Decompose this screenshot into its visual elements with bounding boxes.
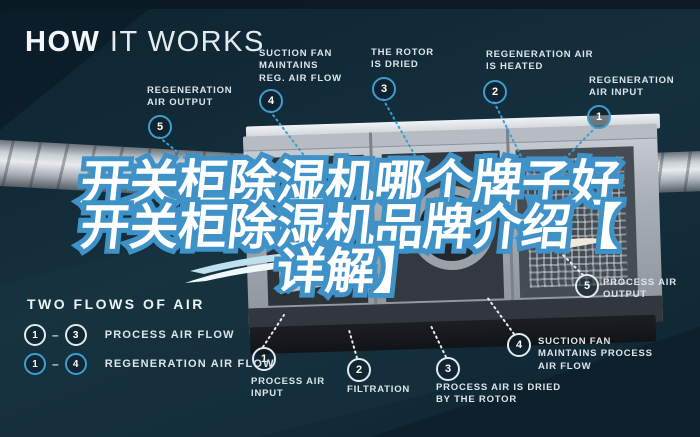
swoosh-arrow <box>185 238 610 283</box>
page-title: HOW IT WORKS <box>25 26 265 59</box>
callout-circle-regen-3: 3 <box>372 77 396 101</box>
background-top-strip <box>0 0 700 9</box>
legend-dash: – <box>52 357 59 371</box>
legend-row-process: 1 – 3 PROCESS AIR FLOW <box>24 324 235 346</box>
callout-label-suction-fan-reg: SUCTION FAN MAINTAINS REG. AIR FLOW <box>259 48 342 84</box>
leader-line-process-2 <box>348 329 358 359</box>
page-title-light: IT WORKS <box>100 26 265 58</box>
callout-label-suction-fan-process: SUCTION FAN MAINTAINS PROCESS AIR FLOW <box>538 336 653 372</box>
callout-label-regen-air-input: REGENERATION AIR INPUT <box>589 75 675 99</box>
callout-circle-process-1: 1 <box>252 347 276 371</box>
overlay-title-line3-text: 详解】 <box>273 243 427 300</box>
callout-label-process-air-output: PROCESS AIR OUTPUT <box>603 277 677 301</box>
legend-row-regeneration: 1 – 4 REGENERATION AIR FLOW <box>24 353 275 375</box>
leader-line-regen-4 <box>269 110 333 193</box>
leader-line-process-5 <box>558 250 584 276</box>
leader-line-process-1 <box>262 314 285 348</box>
callout-label-filtration: FILTRATION <box>347 384 411 395</box>
legend-dash: – <box>52 328 59 342</box>
callout-circle-process-2: 2 <box>347 358 371 382</box>
legend-label-process: PROCESS AIR FLOW <box>104 329 235 341</box>
legend-label-regeneration: REGENERATION AIR FLOW <box>104 358 275 370</box>
callout-circle-regen-4: 4 <box>259 89 283 113</box>
callout-label-regen-air-heated: REGENERATION AIR IS HEATED <box>486 49 594 73</box>
callout-circle-process-3: 3 <box>436 357 460 381</box>
callout-circle-regen-1: 1 <box>587 105 611 129</box>
legend-circle-from: 1 <box>24 353 46 375</box>
leader-line-regen-2 <box>493 101 537 187</box>
callout-circle-process-4: 4 <box>507 333 531 357</box>
callout-label-rotor-dried: THE ROTOR IS DRIED <box>371 47 434 71</box>
overlay-title-line3: 详解】 详解】 <box>0 238 700 305</box>
page-title-bold: HOW <box>25 26 101 58</box>
leader-line-regen-5 <box>158 136 241 204</box>
legend-circle-from: 1 <box>24 324 46 346</box>
callout-label-process-air-dried: PROCESS AIR IS DRIED BY THE ROTOR <box>436 382 561 406</box>
callout-circle-process-5: 5 <box>575 274 599 298</box>
legend-title: TWO FLOWS OF AIR <box>27 296 205 312</box>
leader-line-regen-1 <box>551 126 597 173</box>
callout-circle-regen-5: 5 <box>148 115 172 139</box>
leader-line-process-4 <box>486 296 515 335</box>
leader-line-regen-3 <box>382 98 431 183</box>
leader-line-process-3 <box>430 325 447 358</box>
legend-circle-to: 3 <box>64 324 87 346</box>
callout-label-regen-air-output: REGENERATION AIR OUTPUT <box>147 85 233 109</box>
legend-circle-to: 4 <box>64 353 87 375</box>
callout-circle-regen-2: 2 <box>483 80 507 104</box>
callout-label-process-air-input: PROCESS AIR INPUT <box>251 376 325 400</box>
